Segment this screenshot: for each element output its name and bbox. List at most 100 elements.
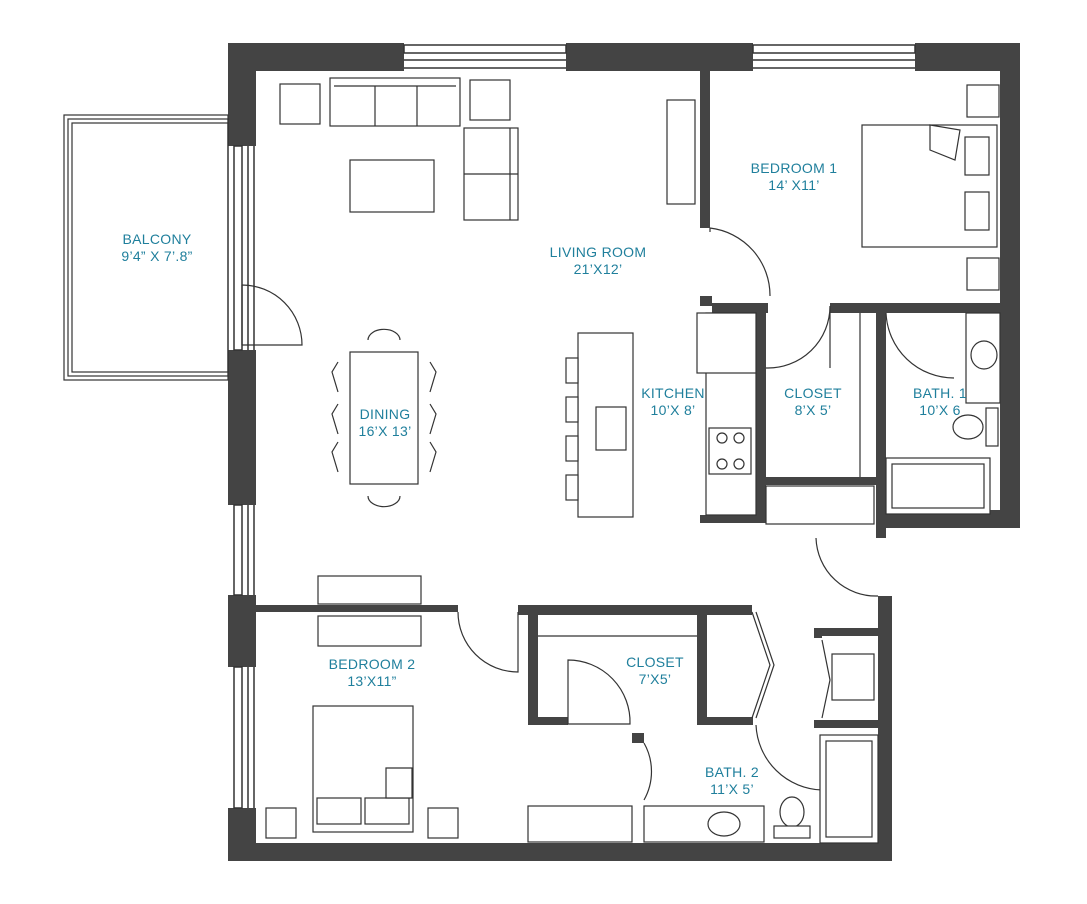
room-label-bath-1: BATH. 1 10’X 6 — [913, 385, 967, 419]
outer-wall-left-2 — [228, 350, 256, 505]
linen-wall — [822, 628, 878, 636]
outer-wall-right — [1000, 43, 1020, 528]
island-sink — [595, 406, 627, 451]
sofa — [329, 77, 461, 127]
room-dims: 11’X 5’ — [710, 781, 754, 797]
room-dims: 7’X5’ — [638, 671, 672, 687]
room-label-kitchen: KITCHEN 10’X 8’ — [641, 385, 705, 419]
bath2-toilet — [779, 796, 805, 828]
outer-wall-left-4 — [228, 808, 256, 861]
outer-wall-top-middle — [566, 43, 753, 71]
outer-wall-top-left — [228, 43, 404, 71]
outer-wall-bottom — [228, 843, 892, 861]
window-living-top — [403, 44, 567, 54]
bath2-vanity — [643, 805, 765, 843]
door-bedroom1 — [709, 227, 771, 297]
balcony — [63, 114, 229, 381]
room-dims: 8’X 5’ — [794, 402, 832, 418]
room-label-bath-2: BATH. 2 11’X 5’ — [705, 764, 759, 798]
outer-wall-left-1 — [228, 43, 256, 146]
closet2-wall-left — [528, 605, 538, 725]
bath2-wall-left-stub — [632, 733, 644, 743]
room-label-dining: DINING 16’X 13’ — [359, 406, 412, 440]
room-dims: 13’X11” — [347, 673, 397, 689]
fridge — [696, 312, 757, 374]
room-dims: 10’X 8’ — [650, 402, 696, 418]
door-balcony — [241, 284, 303, 346]
door-bath2 — [643, 742, 653, 801]
room-name: CLOSET — [626, 654, 684, 670]
linen-shelf — [831, 653, 875, 701]
room-label-living-room: LIVING ROOM 21’X12’ — [550, 244, 647, 278]
room-label-closet-2: CLOSET 7’X5’ — [626, 654, 684, 688]
room-dims: 10’X 6 — [919, 402, 961, 418]
room-name: BATH. 2 — [705, 764, 759, 780]
closet2-divider — [697, 615, 707, 725]
end-table-left — [279, 83, 321, 125]
door-bath2-b — [755, 724, 823, 791]
room-dims: 16’X 13’ — [358, 423, 412, 439]
room-dims: 9’4” X 7’.8” — [121, 248, 193, 264]
dresser — [317, 575, 422, 605]
room-label-bedroom-1: BEDROOM 1 14’ X11’ — [751, 160, 838, 194]
outer-wall-left-3 — [228, 595, 256, 667]
doors — [241, 227, 955, 801]
door-closet2 — [567, 659, 631, 725]
bedroom2-shelf — [317, 615, 422, 647]
kitchen-wall-top-2 — [712, 303, 768, 313]
furniture — [265, 77, 1001, 844]
tv-console — [666, 99, 696, 205]
bedroom1-wall-bottom-right — [880, 303, 1000, 313]
linen-wall-bottom — [814, 720, 878, 728]
kitchen-wall-top — [700, 296, 712, 306]
bath1-toilet — [952, 414, 984, 440]
nightstand-1b — [966, 257, 1000, 291]
room-name: BEDROOM 1 — [750, 160, 838, 176]
bifold-linen — [821, 639, 831, 719]
room-name: CLOSET — [784, 385, 842, 401]
door-closet1 — [765, 305, 831, 369]
room-name: BATH. 1 — [913, 385, 967, 401]
closet1-wall-top — [830, 303, 890, 313]
room-dims: 21’X12’ — [573, 261, 623, 277]
door-hall — [815, 537, 879, 597]
door-bedroom2 — [457, 611, 519, 673]
end-table-right — [469, 79, 511, 121]
closet1-shelf — [765, 485, 875, 525]
linen-wall-left — [814, 628, 822, 638]
coffee-table — [349, 159, 435, 213]
room-dims: 14’ X11’ — [768, 177, 820, 193]
room-name: DINING — [359, 406, 411, 422]
closet1-wall-left — [756, 303, 766, 523]
closet2-wall-top — [518, 605, 752, 615]
room-name: LIVING ROOM — [549, 244, 647, 260]
nightstand-2b — [427, 807, 459, 839]
closet2-wall-bottom-right — [697, 717, 753, 725]
window-left-3 — [233, 666, 243, 809]
bedroom1-wall-left — [700, 71, 710, 228]
nightstand-2a — [265, 807, 297, 839]
outer-wall-right-lower — [878, 596, 892, 861]
room-label-balcony: BALCONY 9’4” X 7’.8” — [121, 231, 192, 265]
room-label-closet-1: CLOSET 8’X 5’ — [784, 385, 842, 419]
bath2-bench — [527, 805, 633, 843]
windows — [233, 44, 916, 809]
window-left-1 — [233, 145, 243, 351]
kitchen-wall-bottom — [700, 515, 766, 523]
nightstand-1a — [966, 84, 1000, 118]
door-bath1 — [885, 312, 955, 379]
window-left-2 — [233, 504, 243, 596]
closet2-wall-bottom-left — [528, 717, 568, 725]
stove — [708, 427, 752, 475]
closet1-wall-bottom — [756, 477, 886, 485]
room-label-bedroom-2: BEDROOM 2 13’X11” — [329, 656, 416, 690]
room-name: BALCONY — [122, 231, 192, 247]
closet1-wall-right — [876, 303, 886, 538]
dining-table — [349, 351, 419, 485]
room-name: BEDROOM 2 — [328, 656, 416, 672]
window-bedroom1-top — [752, 44, 916, 54]
room-name: KITCHEN — [641, 385, 705, 401]
bedroom2-wall-top — [256, 605, 458, 612]
bifold-closet — [751, 611, 775, 719]
